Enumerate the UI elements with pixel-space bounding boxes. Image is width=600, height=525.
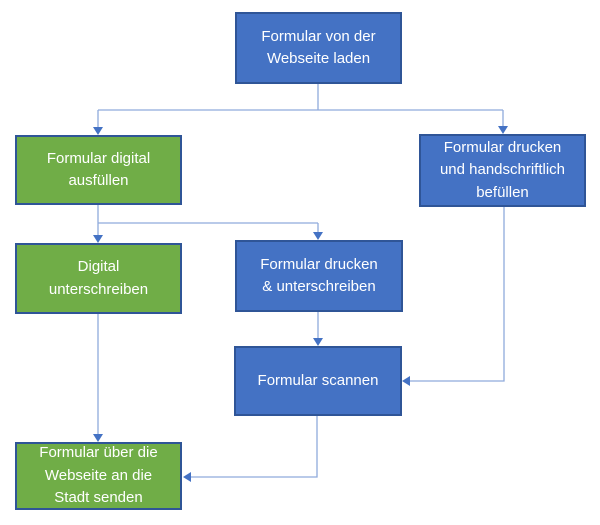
edge-scan-to-send — [191, 416, 318, 478]
node-label-line: Formular von der — [261, 27, 376, 45]
node-label-line: ausfüllen — [68, 172, 129, 189]
edge-fill-digital-split — [97, 205, 319, 236]
node-label-line: Stadt senden — [54, 489, 143, 507]
node-fill-digital: Formular digital ausfüllen — [15, 135, 182, 205]
node-label-line: unterschreiben — [48, 280, 149, 298]
arrowhead-into-print-handwrite — [498, 126, 508, 134]
node-print-handwrite: Formular drucken und handschriftlich bef… — [419, 134, 586, 207]
node-sign-digital: Digital unterschreiben — [15, 243, 182, 314]
node-label-line: Formular drucken — [443, 138, 562, 156]
arrowhead-into-send-top — [93, 434, 103, 442]
node-label-line: Formular digital — [46, 149, 151, 167]
arrowhead-into-fill-digital — [93, 127, 103, 135]
arrowhead-into-scan-top — [313, 338, 323, 346]
node-label-line: Webseite an die — [44, 466, 153, 484]
node-label-line: und handschriftlich — [439, 161, 566, 179]
node-scan-form: Formular scannen — [234, 346, 402, 416]
arrowhead-into-send-right — [183, 472, 191, 482]
node-label-line: Digital — [77, 258, 120, 275]
edge-print-handwrite-to-scan — [410, 207, 505, 382]
node-print-sign: Formular drucken & unterschreiben — [235, 240, 403, 312]
node-label-line: Formular drucken — [260, 255, 378, 273]
node-label-line: befüllen — [476, 183, 529, 201]
node-label-line: & unterschreiben — [262, 278, 376, 295]
node-label-line: Webseite laden — [266, 50, 371, 67]
edge-load-form-split — [97, 84, 504, 128]
node-load-form: Formular von der Webseite laden — [235, 12, 402, 84]
node-send-website: Formular über die Webseite an die Stadt … — [15, 442, 182, 510]
node-label-line: Formular scannen — [257, 371, 379, 389]
arrowhead-into-print-sign — [313, 232, 323, 240]
arrowhead-into-scan-right — [402, 376, 410, 386]
node-label-line: Formular über die — [39, 444, 158, 462]
arrowhead-into-sign-digital — [93, 235, 103, 243]
